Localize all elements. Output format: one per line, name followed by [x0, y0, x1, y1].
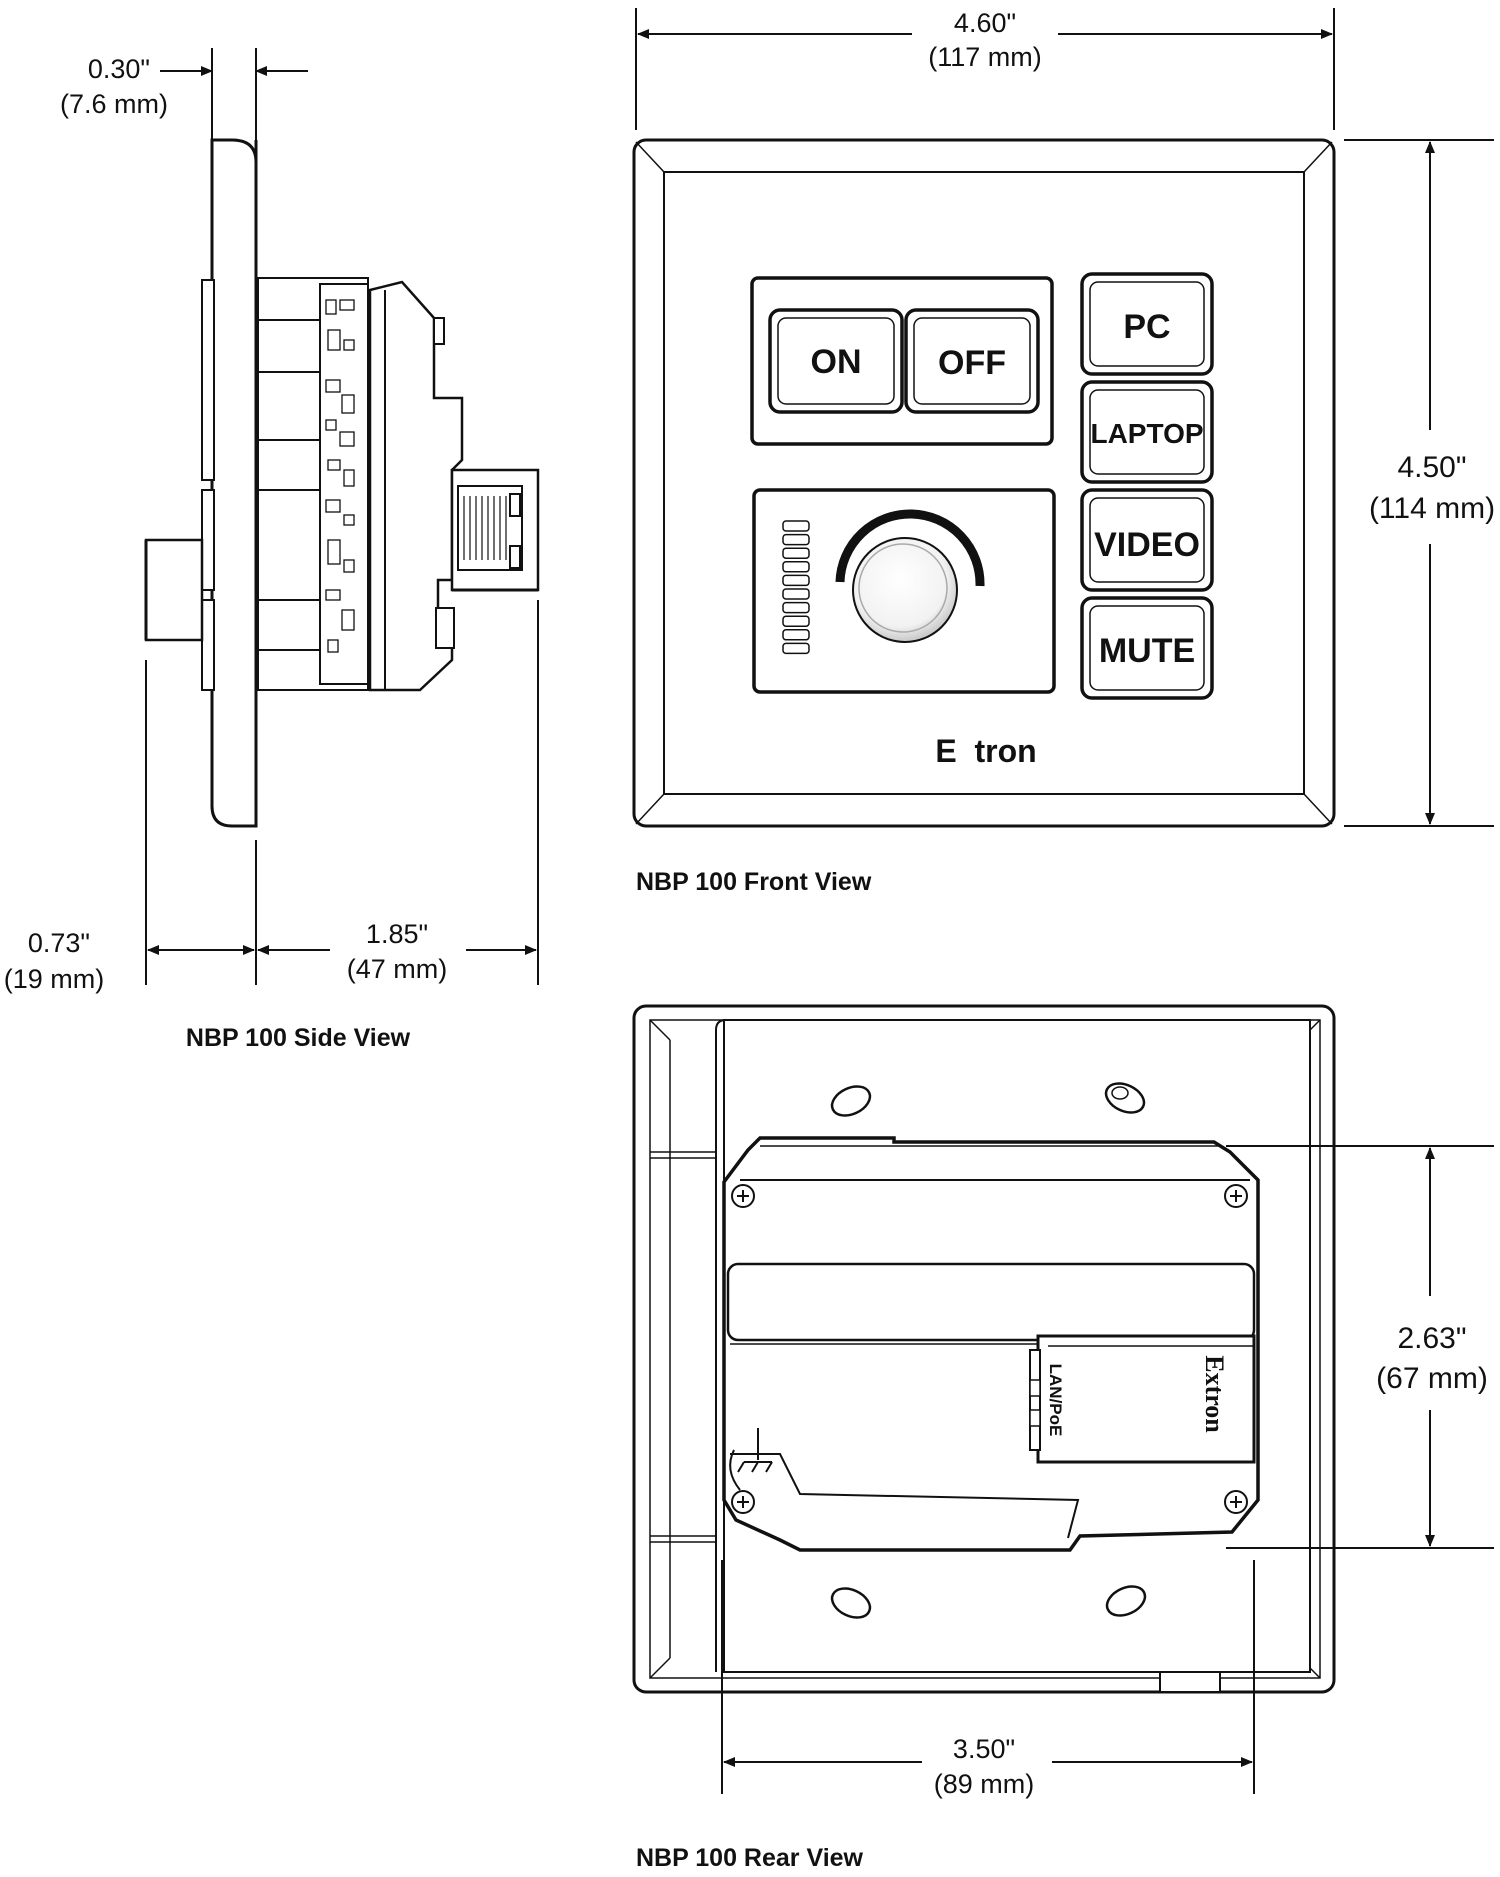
pc-button-label: PC	[1123, 308, 1170, 346]
dim-front-height-mm: (114 mm)	[1369, 492, 1495, 525]
on-button-label: ON	[811, 343, 862, 381]
dim-side-front-mm: (19 mm)	[4, 964, 105, 994]
lan-poe-label: LAN/PoE	[1046, 1364, 1065, 1437]
ground-icon	[737, 1428, 773, 1473]
dim-rear-height-inch: 2.63"	[1397, 1322, 1466, 1355]
rear-screws	[731, 1184, 1248, 1514]
volume-led	[782, 629, 810, 641]
dim-side-plate-mm: (7.6 mm)	[60, 89, 168, 119]
volume-led	[782, 601, 810, 614]
volume-led-bar	[782, 520, 810, 655]
video-button[interactable]	[1080, 488, 1214, 592]
laptop-button-label: LAPTOP	[1090, 418, 1203, 449]
mount-slot	[1105, 1585, 1147, 1617]
dim-rear-height-mm: (67 mm)	[1376, 1362, 1488, 1395]
rj45-yellow-led	[509, 493, 521, 517]
front-logo: E tron	[935, 733, 1036, 769]
volume-led	[782, 642, 810, 655]
caption-side-view: NBP 100 Side View	[186, 1024, 411, 1052]
rear-channel	[726, 1262, 1256, 1342]
side-circuit-components	[325, 299, 355, 653]
off-button-label: OFF	[938, 344, 1006, 382]
front-view	[632, 8, 1494, 828]
dim-side-rear-inch: 1.85"	[366, 919, 428, 949]
mute-button-label: MUTE	[1099, 632, 1195, 670]
on-button[interactable]	[768, 308, 904, 414]
mount-slot	[830, 1085, 872, 1117]
caption-rear-view: NBP 100 Rear View	[636, 1844, 864, 1872]
off-button[interactable]	[904, 308, 1040, 414]
rj45-green-led	[509, 545, 521, 569]
dim-front-width-inch: 4.60"	[954, 8, 1016, 38]
caption-front-view: NBP 100 Front View	[636, 868, 872, 896]
volume-led	[782, 520, 810, 532]
dim-rear-width-inch: 3.50"	[953, 1734, 1015, 1764]
dim-rear-width-mm: (89 mm)	[934, 1769, 1035, 1799]
laptop-button[interactable]	[1080, 380, 1214, 484]
mount-slot	[830, 1587, 872, 1619]
volume-arc	[835, 509, 985, 587]
video-button-label: VIDEO	[1094, 526, 1200, 564]
front-text: ON OFF PC LAPTOP VIDEO MUTE E tron 4.60"…	[636, 8, 1495, 896]
lan-poe-port	[1036, 1334, 1256, 1464]
side-button-bump	[201, 279, 215, 481]
mute-button[interactable]	[1080, 596, 1214, 700]
volume-knob[interactable]	[852, 537, 958, 643]
volume-led	[782, 547, 810, 559]
rear-logo: Extron	[1200, 1355, 1229, 1433]
dim-side-plate-inch: 0.30"	[88, 54, 150, 84]
volume-led	[782, 561, 810, 573]
side-dimensions-text: 0.30" (7.6 mm) 0.73" (19 mm) 1.85" (47 m…	[4, 54, 448, 1052]
side-view	[144, 48, 540, 985]
pc-button[interactable]	[1080, 272, 1214, 376]
side-faceplate	[210, 138, 258, 828]
volume-led	[782, 574, 810, 587]
mount-slot	[1104, 1082, 1146, 1114]
front-bevel	[663, 171, 1305, 795]
dim-front-height-inch: 4.50"	[1397, 451, 1466, 484]
volume-led	[782, 615, 810, 627]
dim-side-front-inch: 0.73"	[28, 928, 90, 958]
rear-view	[632, 1004, 1494, 1794]
side-knob	[144, 538, 204, 642]
rear-text: LAN/PoE Extron 2.63" (67 mm) 3.50" (89 m…	[636, 1322, 1488, 1872]
dim-front-width-mm: (117 mm)	[928, 42, 1042, 72]
dim-side-rear-mm: (47 mm)	[347, 954, 448, 984]
volume-led	[782, 588, 810, 600]
volume-led	[782, 533, 810, 546]
